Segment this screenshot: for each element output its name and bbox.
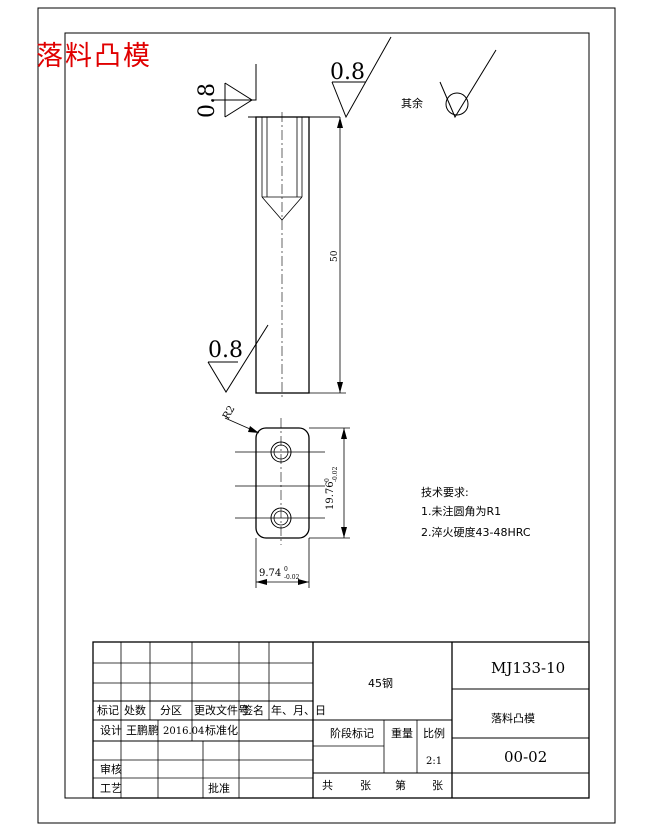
drawing-code: 00-02	[504, 748, 547, 766]
tech-requirement-item-2: 2.淬火硬度43-48HRC	[421, 525, 531, 539]
page-unit-label: 张	[432, 779, 443, 792]
scale-value: 2:1	[426, 756, 442, 767]
designer-name: 王鹏鹏	[126, 724, 159, 737]
roughness-top-right: 0.8	[330, 36, 392, 119]
header-date: 年、月、日	[271, 703, 326, 717]
header-count: 处数	[124, 704, 146, 717]
roughness-side-value: 0.8	[208, 338, 243, 363]
stage-mark-label: 阶段标记	[330, 726, 374, 740]
height-dimension: 19.76 0 -0.02	[309, 427, 350, 539]
design-date: 2016.04	[163, 726, 204, 737]
header-zone: 分区	[160, 704, 182, 717]
process-label: 工艺	[100, 782, 122, 795]
roughness-side: 0.8	[207, 324, 269, 393]
tech-requirements: 技术要求: 1.未注圆角为R1 2.淬火硬度43-48HRC	[421, 486, 531, 539]
weight-label: 重量	[391, 726, 413, 740]
header-mark: 标记	[97, 703, 119, 717]
radius-dimension: R2	[221, 404, 237, 422]
scale-label: 比例	[423, 726, 445, 740]
width-tol-upper: 0	[284, 566, 288, 573]
approve-label: 批准	[208, 781, 230, 795]
punch-side-view: 50	[248, 112, 346, 398]
outer-border	[37, 7, 616, 824]
title-block: 标记 处数 分区 更改文件号 签名 年、月、日 设计 王鹏鹏 2016.04 标…	[92, 641, 590, 799]
roughness-top-left-value: 0.8	[195, 83, 220, 118]
roughness-top-right-value: 0.8	[330, 60, 365, 85]
drawing-title: 落料凸模	[36, 41, 152, 72]
roughness-top-left: 0.8	[195, 64, 257, 118]
length-dimension: 50	[330, 250, 340, 262]
tech-requirement-item-1: 1.未注圆角为R1	[421, 504, 501, 518]
roughness-rest-circle-icon	[445, 92, 469, 116]
standardization-label: 标准化	[205, 723, 238, 737]
sheet-unit-label: 张	[360, 779, 371, 792]
width-dimension: 9.74 0 -0.02	[255, 538, 310, 588]
part-name: 落料凸模	[491, 711, 535, 725]
header-change-doc: 更改文件号	[194, 703, 249, 717]
total-label: 共	[322, 779, 333, 792]
height-tol-lower: -0.02	[332, 466, 339, 482]
roughness-rest: 其余	[401, 49, 497, 119]
designer-label: 设计	[100, 724, 122, 737]
roughness-rest-label: 其余	[401, 96, 423, 110]
material: 45钢	[368, 677, 393, 690]
height-tol-upper: 0	[324, 478, 331, 482]
tech-requirements-title: 技术要求:	[421, 486, 469, 499]
review-label: 审核	[100, 762, 122, 776]
width-tol-lower: -0.02	[284, 574, 300, 581]
width-dimension-value: 9.74	[259, 568, 281, 579]
punch-bottom-view: R2	[221, 404, 325, 545]
drawing-number: MJ133-10	[491, 659, 565, 677]
height-dimension-value: 19.76	[325, 481, 336, 510]
page-label: 第	[395, 778, 406, 792]
header-signature: 签名	[242, 703, 264, 717]
